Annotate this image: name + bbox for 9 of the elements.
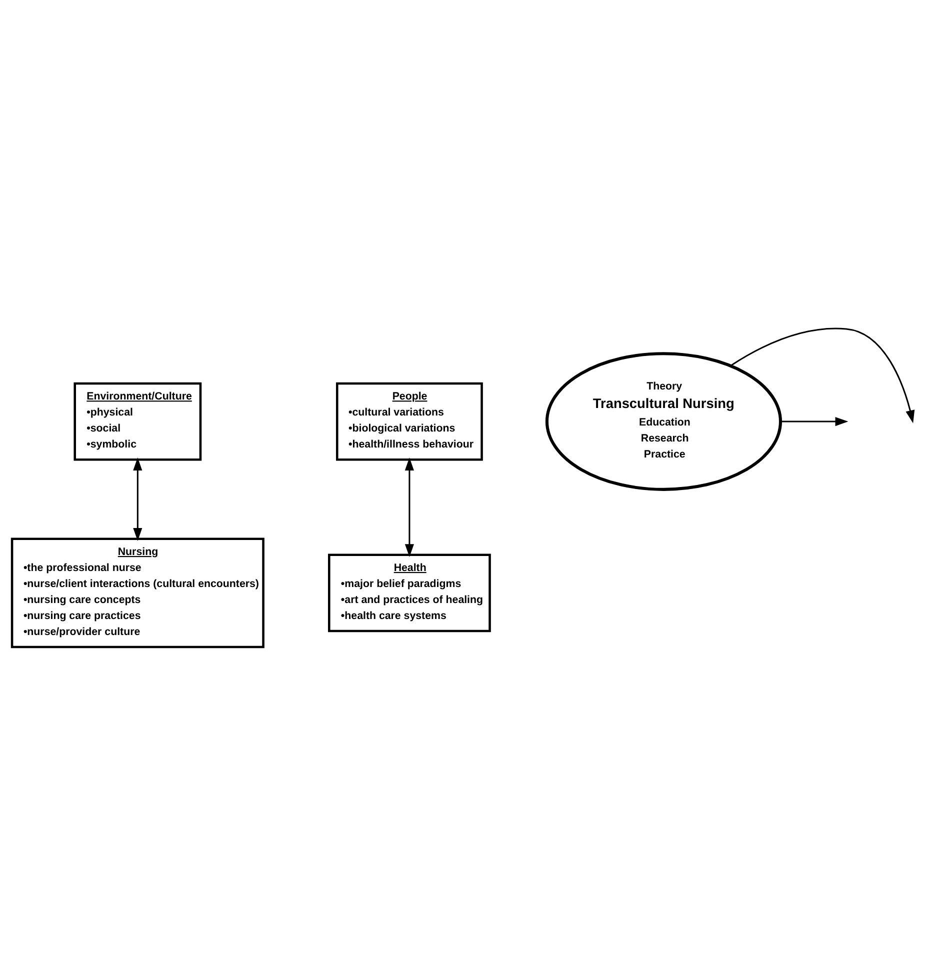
node-box: Nursing •the professional nurse •nurse/client interactions (cultural encounters) •nursing care concepts •nursing care practices •nurse/provider culture (10, 538, 264, 648)
arrow (404, 457, 414, 558)
arrow (133, 457, 142, 541)
arrow (780, 417, 848, 426)
node-box: Health •major belief paradigms •art and practices of healing •health care systems (328, 554, 491, 632)
arrow (730, 328, 915, 424)
node-box: Environment/Culture •physical •social •symbolic (74, 382, 202, 461)
node-box: People •cultural variations •biological variations •health/illness behaviour (336, 382, 483, 461)
node-ellipse: Theory Transcultural Nursing Education Research Practice (545, 352, 782, 491)
